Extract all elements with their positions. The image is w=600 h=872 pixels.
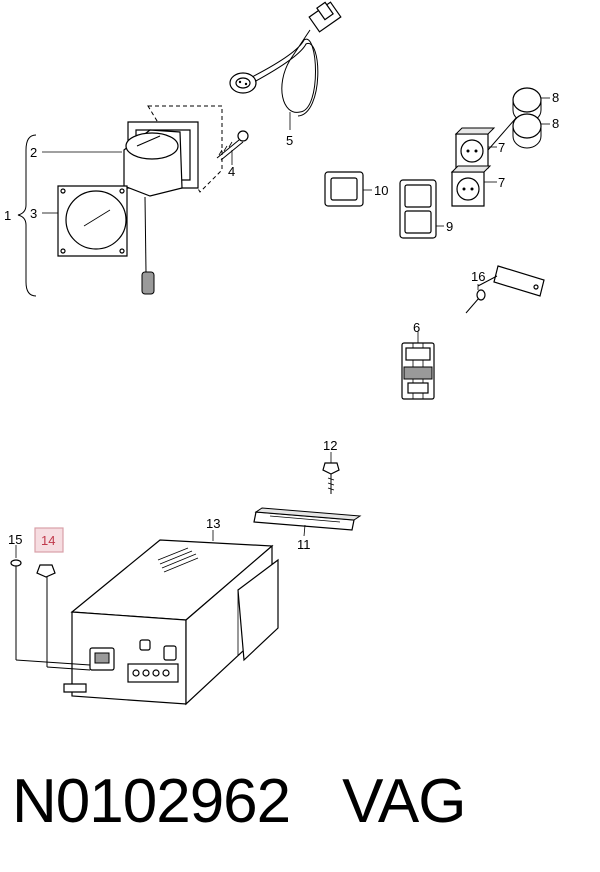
part-15-screw <box>10 545 91 666</box>
callout-8b[interactable]: 8 <box>552 116 559 131</box>
part-6-circuit-breaker <box>401 332 435 400</box>
vent-slots <box>157 547 199 573</box>
callout-labels: 1 2 3 4 5 6 7 7 8 8 9 10 11 12 13 14 15 … <box>4 90 559 553</box>
callout-14-highlight-box <box>34 527 64 553</box>
callout-10[interactable]: 10 <box>374 183 388 198</box>
part-10-single-frame <box>324 171 372 207</box>
callout-6[interactable]: 6 <box>413 320 420 335</box>
part-2-socket-box <box>123 105 223 295</box>
part-16-plate-pin <box>465 265 545 314</box>
part-14-bolt <box>36 564 91 671</box>
callout-13[interactable]: 13 <box>206 516 220 531</box>
part-1-bracket <box>17 134 37 297</box>
part-number: N0102962 <box>12 767 291 836</box>
callout-16[interactable]: 16 <box>471 269 485 284</box>
callout-12[interactable]: 12 <box>323 438 337 453</box>
callout-8a[interactable]: 8 <box>552 90 559 105</box>
callout-1[interactable]: 1 <box>4 208 11 223</box>
brand: VAG <box>342 767 466 836</box>
part-5-cable <box>229 1 342 130</box>
callout-11[interactable]: 11 <box>297 537 311 552</box>
footer: N0102962 VAG <box>12 766 467 838</box>
part-11-rail <box>253 507 362 537</box>
callout-14[interactable]: 14 <box>41 533 55 548</box>
part-4-screw <box>216 130 249 165</box>
callout-7a[interactable]: 7 <box>498 140 505 155</box>
part-13-charger <box>63 530 279 706</box>
part-8-rings <box>512 87 550 149</box>
part-9-double-frame <box>399 179 444 239</box>
part-3-frame-plate <box>57 185 128 257</box>
part-7-socket-lower <box>450 165 497 207</box>
callout-5[interactable]: 5 <box>286 133 293 148</box>
callout-4[interactable]: 4 <box>228 164 235 179</box>
part-12-screw <box>322 452 340 494</box>
callout-15[interactable]: 15 <box>8 532 22 547</box>
callout-2[interactable]: 2 <box>30 145 37 160</box>
part-7-socket-upper <box>454 117 517 169</box>
callout-7b[interactable]: 7 <box>498 175 505 190</box>
callout-9[interactable]: 9 <box>446 219 453 234</box>
callout-3[interactable]: 3 <box>30 206 37 221</box>
